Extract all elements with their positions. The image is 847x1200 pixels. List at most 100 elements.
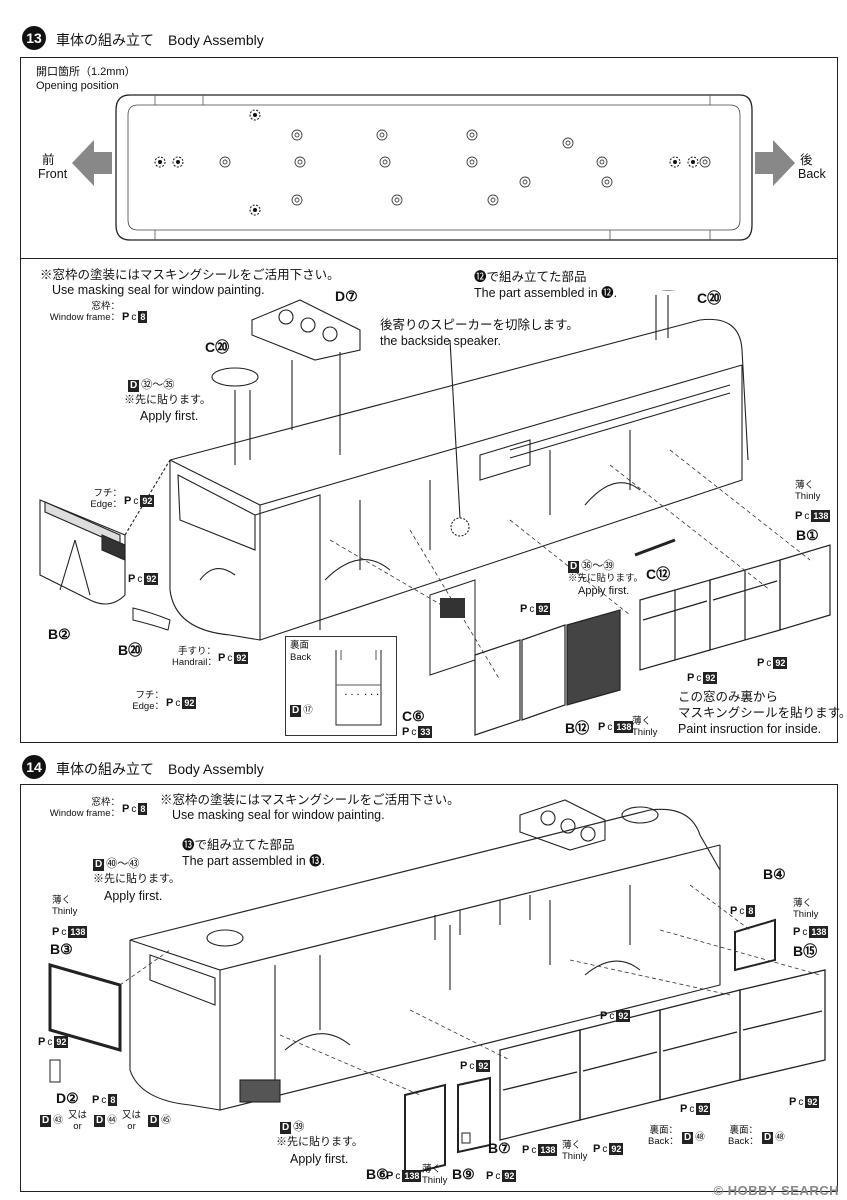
roof-plan-drawing bbox=[115, 94, 753, 241]
step-13-title: 車体の組み立て Body Assembly bbox=[56, 32, 264, 48]
bus-body-drawing-13 bbox=[39, 290, 831, 736]
inside-note-jp1: この窓のみ裏から bbox=[678, 690, 779, 704]
front-label-jp: 前 bbox=[42, 153, 55, 167]
assembled-in-12-jp: ⓬で組み立てた部品 bbox=[474, 270, 587, 284]
apply-first-en-14a: Apply first. bbox=[104, 889, 163, 903]
handrail-label: 手すり：Handrail： bbox=[172, 646, 217, 668]
part-b15-label: B⑮ bbox=[793, 943, 818, 959]
assembled-in-12-en: The part assembled in ⓬. bbox=[474, 286, 618, 300]
part-b12-label: B⑫ bbox=[565, 720, 590, 736]
apply-first-jp-13a: ※先に貼ります。 bbox=[124, 394, 211, 406]
svg-text:・・・ ・・・: ・・・ ・・・ bbox=[343, 693, 381, 699]
masking-note-en-14: Use masking seal for window painting. bbox=[172, 808, 385, 822]
part-c20-label-right: C⑳ bbox=[697, 290, 722, 306]
bus-body-drawing-14 bbox=[48, 799, 826, 1177]
edge-label-13a: フチ：Edge： bbox=[90, 488, 122, 510]
part-b3-label: B③ bbox=[50, 941, 73, 957]
inset-back-jp: 裏面 bbox=[290, 640, 310, 651]
apply-first-jp-14b: ※先に貼ります。 bbox=[276, 1136, 363, 1148]
part-b7-label: B⑦ bbox=[488, 1140, 511, 1156]
step-14-panel bbox=[20, 784, 838, 1192]
back-label-jp: 後 bbox=[800, 153, 813, 167]
back-label-d63-a: 裏面：Back： bbox=[648, 1125, 679, 1147]
apply-first-en-13b: Apply first. bbox=[578, 585, 630, 597]
back-arrow-icon bbox=[755, 140, 795, 186]
front-arrow-icon bbox=[72, 140, 112, 186]
apply-first-jp-13b: ※先に貼ります。 bbox=[568, 573, 644, 584]
part-c6-label: C⑥ bbox=[402, 708, 425, 724]
masking-note-jp: ※窓枠の塗装にはマスキングシールをご活用下さい。 bbox=[40, 268, 340, 282]
edge-label-13b: フチ：Edge： bbox=[132, 690, 164, 712]
inset-back-en: Back bbox=[290, 652, 312, 663]
opening-label-en: Opening position bbox=[36, 80, 119, 92]
assembled-in-13-en: The part assembled in ⓭. bbox=[182, 854, 326, 868]
part-c20-label-left: C⑳ bbox=[205, 339, 230, 355]
front-label-en: Front bbox=[38, 167, 68, 181]
apply-first-jp-14a: ※先に貼ります。 bbox=[93, 873, 180, 885]
part-b2-label: B② bbox=[48, 626, 71, 642]
speaker-note-jp: 後寄りのスピーカーを切除します。 bbox=[380, 318, 579, 332]
step-13-divider bbox=[20, 258, 838, 259]
step-13-number: 13 bbox=[22, 26, 46, 50]
inside-note-jp2: マスキングシールを貼ります。 bbox=[678, 706, 847, 720]
speaker-note-en: the backside speaker. bbox=[380, 334, 501, 348]
part-b1-label: B① bbox=[796, 527, 819, 543]
apply-first-en-13a: Apply first. bbox=[140, 409, 199, 423]
step-14-number: 14 bbox=[22, 755, 46, 779]
part-d7-label: D⑦ bbox=[335, 288, 358, 304]
back-label-d63-b: 裏面：Back： bbox=[728, 1125, 759, 1147]
masking-note-jp-14: ※窓枠の塗装にはマスキングシールをご活用下さい。 bbox=[160, 793, 460, 807]
back-label-en: Back bbox=[798, 167, 826, 181]
masking-note-en: Use masking seal for window painting. bbox=[52, 283, 265, 297]
step-14-title: 車体の組み立て Body Assembly bbox=[56, 761, 264, 777]
apply-first-en-14b: Apply first. bbox=[290, 1152, 349, 1166]
inside-note-en: Paint insruction for inside. bbox=[678, 722, 822, 736]
part-b6-label: B⑥ bbox=[366, 1166, 389, 1182]
step-13-panel bbox=[20, 57, 838, 743]
part-b20-label: B⑳ bbox=[118, 642, 143, 658]
part-b4-label: B④ bbox=[763, 866, 786, 882]
inset-door-drawing: ・・・ ・・・ bbox=[335, 650, 382, 726]
window-frame-label-14: 窓枠：Window frame： bbox=[49, 797, 120, 819]
part-d2-label: D② bbox=[56, 1090, 79, 1106]
assembled-in-13-jp: ⓭で組み立てた部品 bbox=[182, 838, 295, 852]
